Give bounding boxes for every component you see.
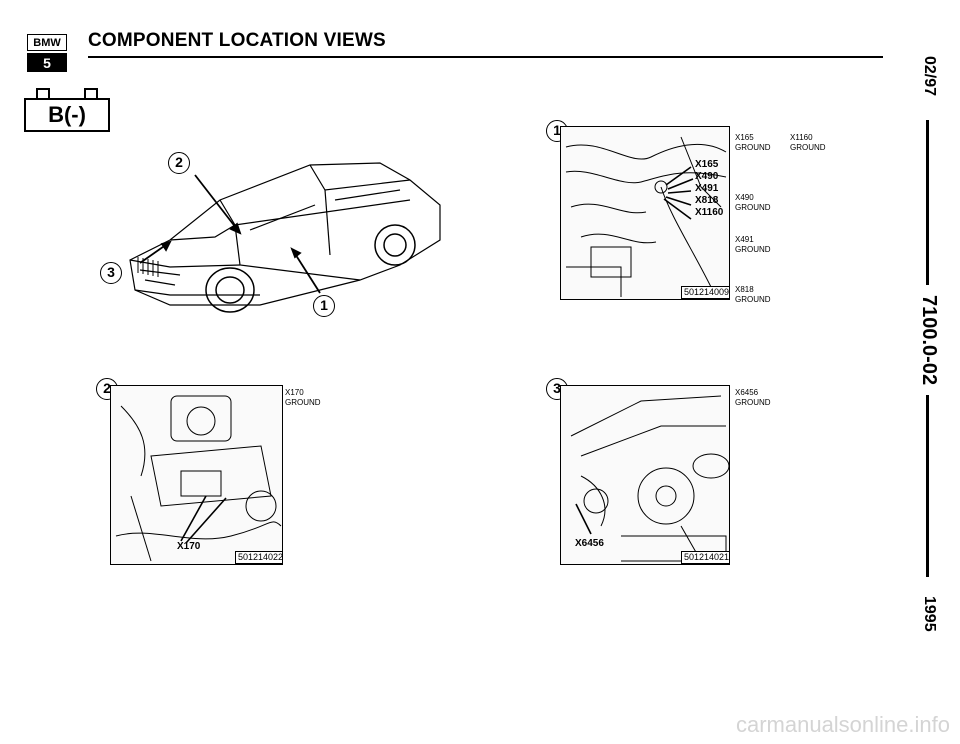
side-rule — [926, 120, 929, 285]
view3-caption-x6456: X6456 GROUND — [735, 388, 771, 407]
battery-terminal-icon — [84, 88, 98, 98]
logo-brand: BMW — [27, 34, 67, 51]
view1-photo: X165 X490 X491 X818 X1160 501214009 — [560, 126, 730, 300]
view2-connector-label: X170 — [177, 541, 201, 552]
car-illustration — [129, 162, 441, 313]
view1-caption-x490: X490 GROUND — [735, 193, 771, 212]
view1-caption-x1160: X1160 GROUND — [790, 133, 826, 152]
engine-bay-illustration — [565, 136, 727, 297]
watermark: carmanualsonline.info — [735, 712, 950, 737]
callout-2: 2 — [168, 152, 190, 174]
callout-3: 3 — [100, 262, 122, 284]
view3-part-number: 501214021 — [681, 551, 729, 564]
battery-label: B(-) — [24, 98, 110, 132]
view3-connector-label: X6456 — [575, 538, 604, 549]
view2-caption-x170: X170 GROUND — [285, 388, 321, 407]
view1-part-number: 501214009 — [681, 286, 729, 299]
logo-series: 5 — [27, 53, 67, 72]
view1-connector-label: X818 — [695, 195, 719, 206]
view1-caption-x165: X165 GROUND — [735, 133, 771, 152]
view1-caption-x491: X491 GROUND — [735, 235, 771, 254]
side-rule — [926, 395, 929, 577]
battery-terminal-icon — [36, 88, 50, 98]
bmw-5-series-logo: BMW 5 — [27, 34, 69, 74]
callout-1: 1 — [313, 295, 335, 317]
throttle-body-illustration — [115, 395, 282, 562]
view1-caption-x818: X818 GROUND — [735, 285, 771, 304]
title-rule — [88, 56, 883, 58]
side-year: 1995 — [921, 596, 938, 632]
view2-photo: X170 501214022 — [110, 385, 283, 565]
view2-part-number: 501214022 — [235, 551, 282, 564]
view3-photo: X6456 501214021 — [560, 385, 730, 565]
page-title: COMPONENT LOCATION VIEWS — [88, 30, 386, 51]
car-overview-drawing — [110, 145, 450, 345]
side-page-number: 7100.0-02 — [918, 295, 940, 386]
side-date: 02/97 — [921, 56, 938, 97]
view1-connector-label: X165 — [695, 159, 719, 170]
view1-connector-label: X490 — [695, 171, 719, 182]
view1-connector-label: X1160 — [695, 207, 724, 218]
view1-connector-label: X491 — [695, 183, 719, 194]
battery-negative-symbol: B(-) — [24, 88, 112, 132]
